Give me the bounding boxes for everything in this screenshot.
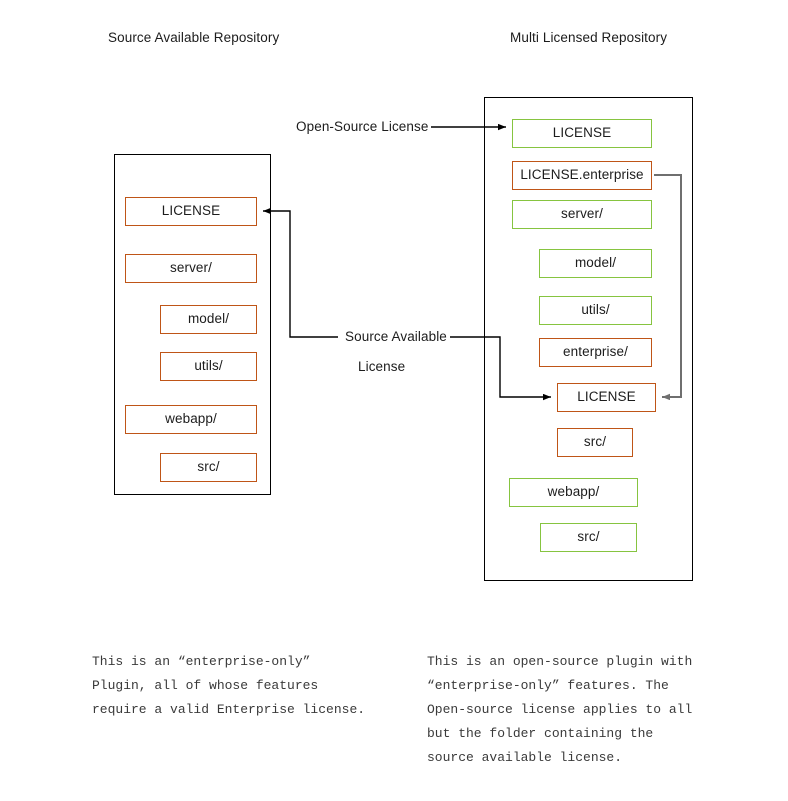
repo-right-entry-model[interactable]: model/ [539,249,652,278]
repo-left-entry-server[interactable]: server/ [125,254,257,283]
repo-left-entry-model[interactable]: model/ [160,305,257,334]
repo-right-entry-license[interactable]: LICENSE [512,119,652,148]
repo-right-title: Multi Licensed Repository [510,30,668,45]
edge-label-source-available-line1: Source Available [342,329,450,344]
repo-left-entry-webapp[interactable]: webapp/ [125,405,257,434]
repo-left-entry-license[interactable]: LICENSE [125,197,257,226]
repo-right-entry-license-enterprise[interactable]: LICENSE.enterprise [512,161,652,190]
repo-right-entry-enterprise-src[interactable]: src/ [557,428,633,457]
caption-right: This is an open-source plugin with “ente… [427,654,693,765]
arrow-source-available-left [263,207,338,338]
repo-right-entry-enterprise-license[interactable]: LICENSE [557,383,656,412]
repo-right-entry-webapp-src[interactable]: src/ [540,523,637,552]
repo-left-entry-src[interactable]: src/ [160,453,257,482]
repo-right-entry-server[interactable]: server/ [512,200,652,229]
edge-label-open-source-license: Open-Source License [293,119,432,134]
repo-right-entry-utils[interactable]: utils/ [539,296,652,325]
repo-right-entry-enterprise[interactable]: enterprise/ [539,338,652,367]
caption-left: This is an “enterprise-only” Plugin, all… [92,654,366,717]
repo-left-title: Source Available Repository [108,30,280,45]
edge-label-source-available-line2: License [355,359,409,374]
repo-right-entry-webapp[interactable]: webapp/ [509,478,638,507]
repo-left-entry-utils[interactable]: utils/ [160,352,257,381]
